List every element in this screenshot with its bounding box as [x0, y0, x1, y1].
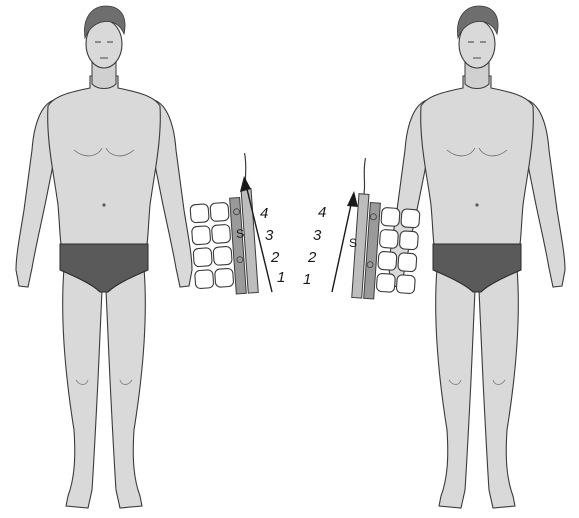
left-body-figure	[16, 6, 192, 508]
left-sensor-label: S	[236, 226, 245, 241]
left-label-1: 1	[277, 269, 285, 286]
right-label-3: 3	[313, 227, 322, 244]
right-label-2: 2	[307, 249, 317, 266]
right-sensor-label: S	[349, 236, 357, 250]
right-label-4: 4	[318, 204, 326, 221]
left-label-4: 4	[260, 205, 268, 222]
left-label-2: 2	[270, 249, 280, 266]
left-label-3: 3	[265, 227, 274, 244]
left-electrode-brace: S	[187, 153, 259, 297]
right-label-1: 1	[303, 271, 311, 288]
